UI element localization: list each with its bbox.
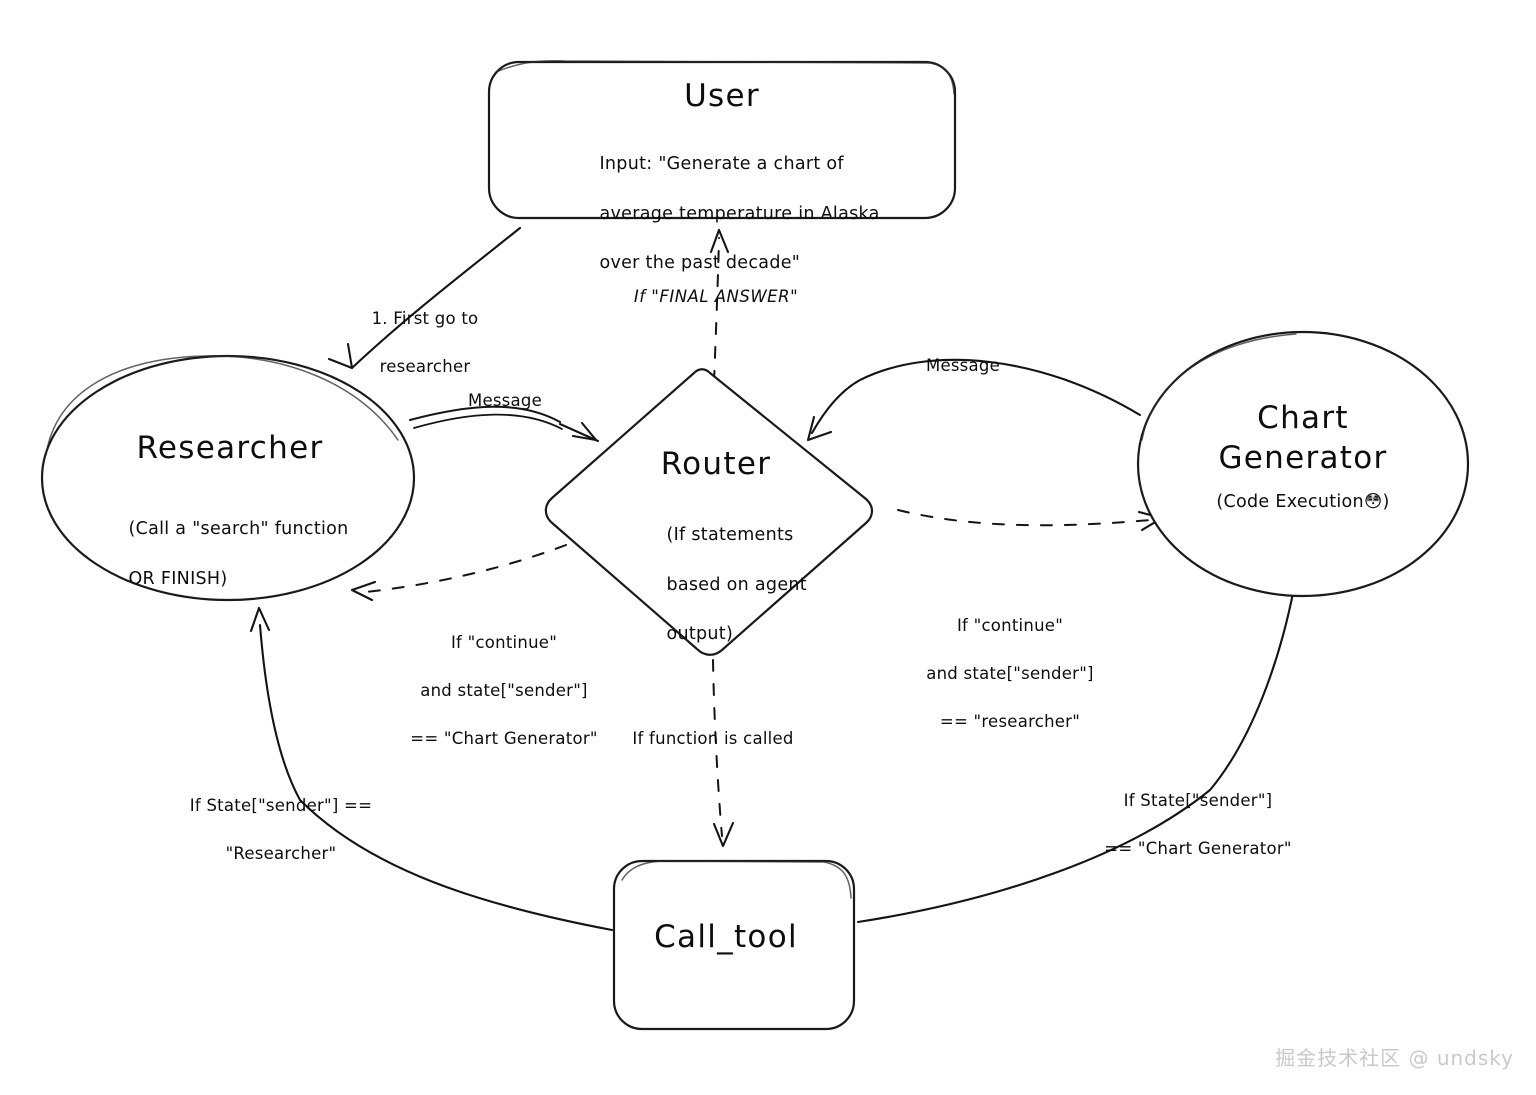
node-researcher-subtitle: (Call a "search" function OR FINISH): [105, 492, 435, 616]
node-researcher-title: Researcher: [136, 430, 324, 466]
edge-label-router-to-user: If "FINAL ANSWER": [633, 287, 799, 306]
edge-label-line-2: and state["sender"]: [420, 680, 588, 700]
node-user-shape[interactable]: [487, 60, 957, 220]
researcher-sub-line-2: OR FINISH): [128, 568, 228, 589]
edge-label-line-3: == "researcher": [939, 711, 1081, 731]
node-user-title: User: [684, 78, 760, 114]
edge-router-to-user: [709, 228, 730, 383]
edge-label-user-to-researcher: 1. First go to researcher: [284, 283, 544, 403]
edge-label-line-2: researcher: [379, 356, 471, 376]
edge-chartgen-to-router: [806, 358, 1142, 442]
edge-router-to-researcher: [350, 544, 567, 602]
edge-label-calltool-to-chartgen: If State["sender"] == "Chart Generator": [1037, 765, 1337, 885]
node-router-subtitle: (If statements based on agent output): [643, 498, 873, 672]
edge-user-to-researcher: [327, 226, 522, 370]
node-router-title: Router: [660, 446, 772, 482]
router-sub-line-2: based on agent: [666, 574, 807, 595]
edge-label-line-1: If "continue": [956, 615, 1064, 635]
edge-label-line-2: == "Chart Generator": [1104, 838, 1292, 858]
node-router-shape[interactable]: [544, 368, 874, 656]
watermark: 掘金技术社区 @ undsky: [1275, 1046, 1514, 1070]
node-chart-generator-title-line-2: Generator: [1218, 440, 1388, 476]
user-sub-line-2: average temperature in Alaska: [599, 203, 880, 224]
edge-router-to-calltool: [712, 659, 735, 848]
edge-label-router-to-researcher: If "continue" and state["sender"] == "Ch…: [333, 607, 653, 774]
edge-label-line-1: If "continue": [450, 632, 558, 652]
edge-label-line-2: "Researcher": [225, 843, 337, 863]
node-researcher-shape[interactable]: [40, 354, 416, 602]
node-chart-generator-title-line-1: Chart: [1257, 400, 1349, 436]
edge-label-researcher-to-router: Message: [467, 391, 543, 410]
user-sub-line-3: over the past decade": [599, 253, 801, 274]
node-call-tool-shape[interactable]: [612, 859, 856, 1031]
edge-calltool-to-researcher: [249, 606, 614, 932]
edge-label-chartgen-to-router: Message: [925, 356, 1001, 375]
edge-label-line-1: 1. First go to: [371, 308, 479, 328]
edge-researcher-to-router: [408, 405, 600, 443]
researcher-sub-line-1: (Call a "search" function: [128, 518, 349, 539]
user-sub-line-1: Input: "Generate a chart of: [599, 153, 844, 174]
edge-label-calltool-to-researcher: If State["sender"] == "Researcher": [120, 770, 420, 890]
node-user-subtitle: Input: "Generate a chart of average temp…: [576, 127, 976, 301]
node-chart-generator-subtitle: (Code Execution😳): [1216, 492, 1390, 512]
edge-label-router-to-chartgen: If "continue" and state["sender"] == "re…: [839, 590, 1159, 757]
edge-label-line-2: and state["sender"]: [926, 663, 1094, 683]
edge-label-router-to-calltool: If function is called: [632, 729, 794, 748]
node-call-tool-title: Call_tool: [654, 919, 798, 955]
edge-label-line-3: == "Chart Generator": [410, 728, 598, 748]
edge-label-line-1: If State["sender"]: [1123, 790, 1273, 810]
router-sub-line-1: (If statements: [666, 524, 794, 545]
edge-label-line-1: If State["sender"] ==: [189, 795, 373, 815]
router-sub-line-3: output): [666, 624, 734, 645]
node-chart-generator-shape[interactable]: [1136, 330, 1470, 598]
